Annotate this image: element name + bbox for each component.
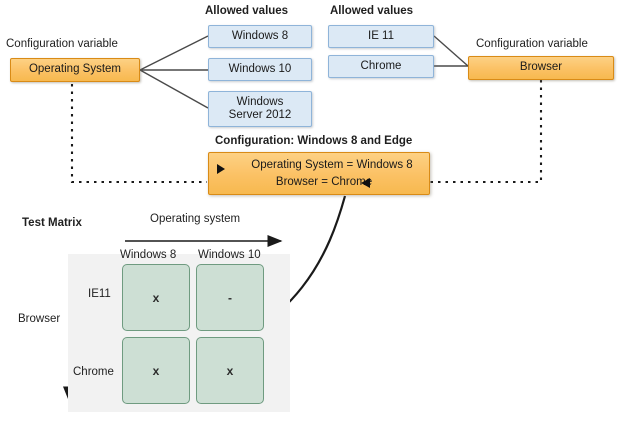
config-variable-label-right: Configuration variable: [476, 38, 588, 50]
config-variable-label-left: Configuration variable: [6, 38, 118, 50]
configuration-line-browser: Browser = Chrome: [275, 176, 373, 188]
allowed-value-chrome[interactable]: Chrome: [328, 55, 434, 78]
allowed-values-label-left: Allowed values: [205, 5, 289, 17]
allowed-value-ie-11[interactable]: IE 11: [328, 25, 434, 48]
allowed-value-windows-server-2012[interactable]: Windows Server 2012: [208, 91, 312, 127]
configuration-line-os: Operating System = Windows 8: [251, 159, 413, 171]
os-to-config-dotted: [70, 84, 207, 184]
variable-box-operating-system[interactable]: Operating System: [10, 58, 140, 82]
matrix-cell-chrome-windows-8[interactable]: x: [122, 337, 190, 404]
test-matrix-title: Test Matrix: [22, 217, 82, 229]
configuration-box[interactable]: Operating System = Windows 8 Browser = C…: [208, 152, 430, 195]
matrix-row-header-ie11: IE11: [88, 288, 111, 300]
matrix-column-header-windows-10: Windows 10: [198, 249, 261, 261]
browser-fan-connectors: [433, 35, 469, 67]
matrix-cell-ie11-windows-10[interactable]: -: [196, 264, 264, 331]
variable-box-browser[interactable]: Browser: [468, 56, 614, 80]
matrix-x-axis-label: Operating system: [150, 213, 241, 225]
matrix-cell-ie11-windows-8[interactable]: x: [122, 264, 190, 331]
matrix-y-axis-label: Browser: [18, 313, 61, 325]
left-arrowhead-icon: [361, 178, 370, 188]
matrix-cell-chrome-windows-10[interactable]: x: [196, 337, 264, 404]
allowed-value-windows-8[interactable]: Windows 8: [208, 25, 312, 48]
matrix-row-header-chrome: Chrome: [73, 366, 114, 378]
allowed-values-label-right: Allowed values: [330, 5, 414, 17]
allowed-value-windows-10[interactable]: Windows 10: [208, 58, 312, 81]
configuration-title: Configuration: Windows 8 and Edge: [215, 135, 413, 147]
os-fan-connectors: [139, 35, 209, 109]
play-triangle-icon: [217, 164, 225, 174]
matrix-column-header-windows-8: Windows 8: [120, 249, 177, 261]
